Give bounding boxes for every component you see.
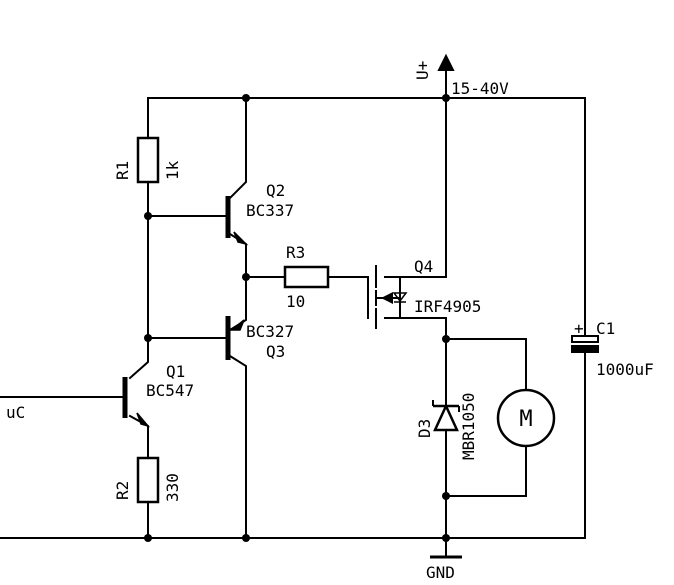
supply-name: U+	[413, 61, 432, 80]
q1-collector-wire	[128, 337, 149, 380]
q2-value: BC337	[246, 201, 294, 220]
schottky-bar-icon	[432, 400, 460, 412]
motor-symbol: M	[519, 407, 532, 432]
junctions	[144, 94, 450, 542]
resistor-icon	[283, 265, 330, 289]
wires	[0, 71, 586, 557]
motor-bottom-wire	[445, 445, 527, 497]
resistor-icon	[136, 456, 160, 504]
resistor-r1: R1 1k	[113, 136, 182, 184]
diode-icon	[433, 402, 459, 432]
resistor-r3: R3 10	[283, 243, 330, 311]
q2-collector-wire	[228, 97, 247, 200]
q3-value: BC327	[246, 322, 294, 341]
emitter-arrow-icon	[233, 231, 249, 246]
supply-symbol: U+ 15-40V	[413, 53, 509, 98]
d3-value: MBR1050	[459, 393, 478, 460]
supply-arrow-icon	[437, 53, 455, 71]
capacitor-c1: + C1 1000uF	[571, 319, 654, 379]
c1-value: 1000uF	[596, 360, 654, 379]
q4-source-wire	[384, 97, 447, 278]
q3-ref: Q3	[266, 342, 285, 361]
q4-ref: Q4	[414, 257, 433, 276]
r1-ref: R1	[113, 161, 132, 180]
capacitor-plate-icon	[571, 335, 599, 343]
body-diode-icon	[392, 292, 408, 303]
q3-collector-wire	[228, 354, 247, 539]
motor-icon	[496, 388, 556, 448]
r3-ref: R3	[286, 243, 305, 262]
junction-dot	[442, 492, 450, 500]
resistor-icon	[136, 136, 160, 184]
transistor-q3: BC327 Q3	[225, 316, 294, 361]
junction-dot	[442, 335, 450, 343]
c1-ref: C1	[596, 319, 615, 338]
motor: M	[496, 388, 556, 448]
c1-polarity: +	[574, 319, 584, 338]
ground-symbol: GND	[426, 555, 462, 582]
junction-dot	[242, 94, 250, 102]
q1-value: BC547	[146, 381, 194, 400]
q4-value: IRF4905	[414, 297, 481, 316]
emitter-arrow-icon	[136, 412, 151, 428]
junction-dot	[242, 534, 250, 542]
supply-voltage: 15-40V	[451, 79, 509, 98]
emitter-arrow-icon	[229, 319, 245, 331]
motor-top-wire	[445, 338, 527, 391]
transistor-q2: Q2 BC337	[225, 181, 294, 246]
ground-label: GND	[426, 563, 455, 582]
r3-value: 10	[286, 292, 305, 311]
r2-ref: R2	[113, 481, 132, 500]
mosfet-q4: Q4 IRF4905	[367, 257, 481, 329]
junction-dot	[144, 334, 152, 342]
junction-dot	[442, 94, 450, 102]
diode-d3: D3 MBR1050	[415, 393, 478, 460]
d3-ref: D3	[415, 419, 434, 438]
junction-dot	[442, 534, 450, 542]
transistor-q1: Q1 BC547	[122, 362, 194, 428]
mosfet-arrow-icon	[381, 292, 393, 304]
capacitor-plate-icon	[571, 345, 599, 353]
q1-ref: Q1	[166, 362, 185, 381]
junction-dot	[144, 212, 152, 220]
q2q3-emitter-wire	[228, 232, 247, 332]
q2-ref: Q2	[266, 181, 285, 200]
junction-dot	[144, 534, 152, 542]
resistor-r2: R2 330	[113, 456, 182, 504]
input-label: uC	[6, 403, 25, 422]
r2-value: 330	[163, 473, 182, 502]
junction-dot	[242, 273, 250, 281]
q4-drain-wire	[384, 317, 447, 497]
r1-value: 1k	[163, 160, 182, 180]
